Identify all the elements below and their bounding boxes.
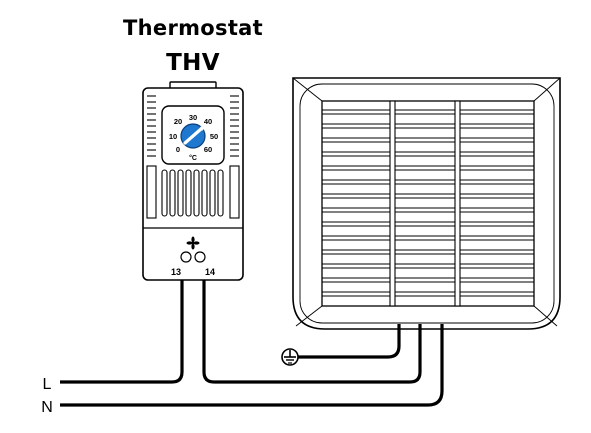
wire-line-to-terminal-13	[60, 280, 184, 384]
wire-terminal-14-to-fan	[202, 280, 422, 384]
terminal-13-screw	[180, 251, 192, 263]
wiring	[60, 280, 444, 407]
thermostat-device: 30 20 40 10 50 0 60 °C	[142, 81, 244, 281]
fan-heater-device	[292, 77, 561, 330]
title-thermostat: Thermostat	[123, 16, 263, 40]
dial-label-30: 30	[189, 113, 197, 122]
dial-label-60: 60	[204, 145, 212, 154]
dial-unit: °C	[189, 154, 197, 162]
ground-symbol-icon	[281, 348, 299, 366]
neutral-label: N	[41, 399, 53, 416]
fan-grille-louvers	[322, 109, 534, 297]
dial-label-40: 40	[204, 117, 212, 126]
title-model: THV	[166, 50, 220, 76]
fan-grille-ribs	[389, 100, 461, 307]
dial-label-10: 10	[169, 132, 177, 141]
terminal-label-14: 14	[205, 267, 215, 277]
terminal-14-screw	[194, 251, 206, 263]
wire-ground-to-fan	[298, 324, 401, 359]
thermostat-vent-ribs	[147, 95, 239, 157]
dial-label-0: 0	[176, 145, 180, 154]
line-label: L	[43, 376, 52, 393]
dial-label-50: 50	[210, 132, 218, 141]
wire-neutral-to-fan	[60, 324, 444, 407]
fan-symbol-icon	[186, 236, 200, 250]
temperature-knob[interactable]	[180, 123, 206, 149]
dial-label-20: 20	[174, 117, 182, 126]
terminal-label-13: 13	[171, 267, 181, 277]
thermostat-fins	[161, 169, 224, 217]
